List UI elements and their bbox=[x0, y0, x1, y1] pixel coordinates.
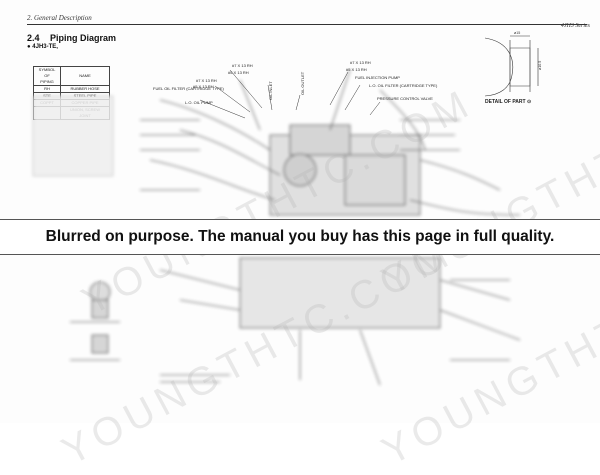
leader-line bbox=[344, 84, 361, 111]
lower-assembly bbox=[239, 257, 441, 329]
detail-curve bbox=[484, 37, 514, 97]
detail-circle-icon: ⊙ bbox=[526, 99, 532, 105]
model-label-text: 4JH3-TE, bbox=[32, 44, 58, 50]
pipe-7 bbox=[419, 159, 501, 191]
pipe-12 bbox=[439, 309, 521, 341]
section-number: 2.4 bbox=[27, 33, 40, 43]
diagram-label: OIL OUTLET bbox=[300, 71, 305, 95]
fitting-left-body bbox=[91, 299, 109, 319]
engine-side-housing bbox=[344, 154, 406, 206]
diagram-label: #5 X 13 RH bbox=[346, 67, 367, 72]
pipe-2 bbox=[179, 129, 281, 176]
pipe-1 bbox=[159, 99, 271, 151]
engine-top-housing bbox=[289, 124, 351, 156]
engine-pulley bbox=[283, 153, 317, 187]
pipe-11 bbox=[439, 279, 511, 301]
diagram-label: L.O. OIL FILTER (CARTRIDGE TYPE) bbox=[369, 83, 438, 88]
diagram-label: #5 X 13 RH bbox=[228, 70, 249, 75]
diagram-label: #7 X 13 RH bbox=[350, 60, 371, 65]
pipe-5 bbox=[329, 69, 351, 131]
diagram-label: OIL INLET bbox=[268, 81, 273, 100]
pipe-4 bbox=[239, 79, 261, 131]
leader-line bbox=[369, 101, 381, 116]
detail-rect bbox=[509, 47, 531, 87]
pipe-10 bbox=[179, 299, 241, 311]
manual-page: 2. General Description 4JH3 Series 2.4 P… bbox=[0, 14, 600, 474]
running-header-right: 4JH3 Series bbox=[560, 23, 590, 29]
diagram-label: L.O. OIL PUMP bbox=[185, 100, 213, 105]
diagram-blurred-artwork bbox=[32, 69, 521, 386]
pipe-3 bbox=[149, 159, 276, 201]
legend-header-row: SYMBOL OF PIPING NAME bbox=[33, 66, 110, 86]
leader-line bbox=[295, 94, 301, 111]
leader-line bbox=[229, 69, 263, 109]
preview-banner: Blurred on purpose. The manual you buy h… bbox=[0, 219, 600, 255]
pipe-8 bbox=[409, 199, 521, 216]
section-title-text: Piping Diagram bbox=[50, 33, 117, 43]
detail-dim-side: ø10.5 bbox=[538, 61, 542, 70]
pipe-14 bbox=[359, 329, 381, 386]
diagram-label: FUEL INJECTION PUMP bbox=[355, 75, 400, 80]
fitting-left bbox=[89, 281, 111, 303]
leader-line bbox=[214, 85, 251, 113]
section-title: 2.4 Piping Diagram bbox=[27, 33, 116, 43]
running-header-left: 2. General Description bbox=[27, 14, 92, 22]
diagram-label: #5 X 13 RH bbox=[193, 84, 214, 89]
leader-line bbox=[199, 99, 246, 119]
detail-of-part-label: DETAIL OF PART ⊙ bbox=[485, 99, 531, 105]
leader-line bbox=[267, 84, 273, 111]
header-rule bbox=[27, 24, 587, 25]
model-label: ● 4JH3-TE, bbox=[27, 44, 58, 50]
detail-of-part-text: DETAIL OF PART bbox=[485, 99, 526, 105]
piping-diagram: ø15 ø10.5 bbox=[32, 31, 542, 386]
pipe-9 bbox=[159, 269, 241, 291]
diagram-label: #7 X 13 RH bbox=[232, 63, 253, 68]
detail-of-part-sketch bbox=[484, 35, 539, 97]
diagram-label: FUEL OIL FILTER (CARTRIDGE TYPE) bbox=[153, 86, 224, 91]
fitting-left-lower bbox=[91, 334, 109, 354]
preview-banner-text: Blurred on purpose. The manual you buy h… bbox=[45, 228, 555, 245]
leader-lines bbox=[199, 69, 381, 119]
diagram-label: PRESSURE CONTROL VALVE bbox=[377, 96, 433, 101]
diagram-label: #7 X 13 RH bbox=[196, 78, 217, 83]
legend-table-blurred bbox=[32, 95, 114, 177]
detail-dim-top: ø15 bbox=[514, 31, 520, 35]
leader-line bbox=[329, 71, 349, 106]
